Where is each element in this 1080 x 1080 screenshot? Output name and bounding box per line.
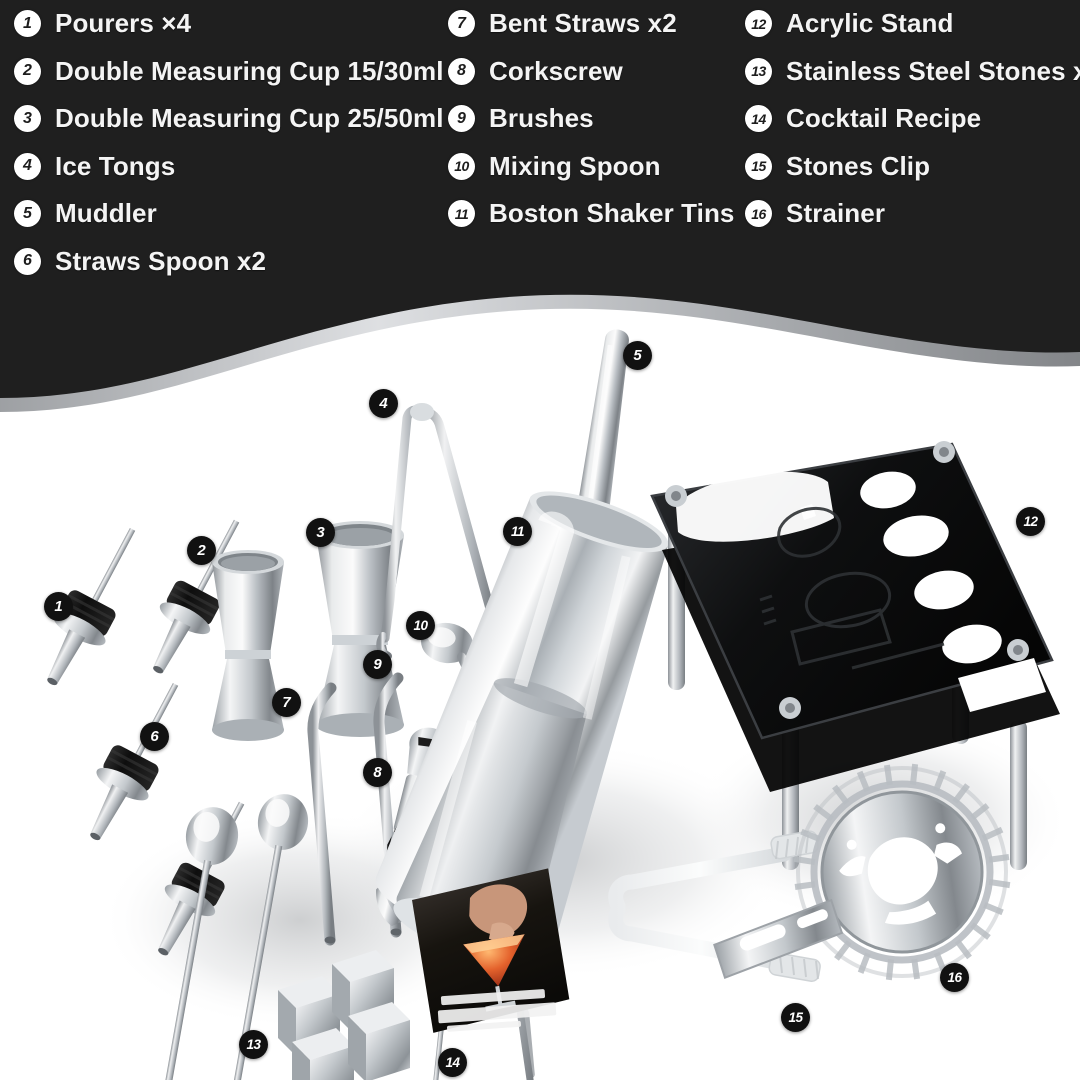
legend-label-16: Strainer (786, 198, 886, 229)
legend-item-13: 13 Stainless Steel Stones x4 (745, 48, 1080, 96)
legend-item-3: 3 Double Measuring Cup 25/50ml (14, 95, 444, 143)
measuring-cup-small (212, 550, 284, 741)
legend-label-15: Stones Clip (786, 150, 931, 181)
legend-label-3: Double Measuring Cup 25/50ml (55, 103, 444, 134)
legend-item-5: 5 Muddler (14, 190, 444, 238)
legend-badge-16: 16 (745, 200, 772, 228)
callout-3: 3 (306, 518, 335, 547)
legend-badge-11: 11 (448, 200, 475, 228)
legend-label-1: Pourers ×4 (55, 8, 192, 39)
product-photo-area (0, 300, 1080, 1080)
legend-item-8: 8 Corkscrew (448, 48, 735, 96)
legend-label-5: Muddler (55, 198, 157, 229)
legend-badge-12: 12 (745, 10, 772, 38)
legend-badge-4: 4 (14, 152, 41, 180)
callout-12: 12 (1016, 507, 1045, 536)
callout-11: 11 (503, 517, 532, 546)
legend-item-4: 4 Ice Tongs (14, 143, 444, 191)
pourers-group (47, 519, 245, 956)
legend-item-2: 2 Double Measuring Cup 15/30ml (14, 48, 444, 96)
legend-badge-8: 8 (448, 57, 475, 85)
legend-label-8: Corkscrew (489, 55, 623, 86)
callout-14: 14 (438, 1048, 467, 1077)
callout-9: 9 (363, 650, 392, 679)
legend-item-11: 11 Boston Shaker Tins (448, 190, 735, 238)
legend-item-10: 10 Mixing Spoon (448, 143, 735, 191)
legend-badge-3: 3 (14, 105, 41, 133)
callout-10: 10 (406, 611, 435, 640)
acrylic-stand-cutouts (676, 471, 1046, 712)
acrylic-stand-screws (665, 441, 1029, 719)
cocktail-recipe-card (412, 868, 570, 1033)
callout-1: 1 (44, 592, 73, 621)
legend-label-7: Bent Straws x2 (489, 8, 677, 39)
legend-label-9: Brushes (489, 103, 594, 134)
steel-stones-group (278, 950, 410, 1080)
bartender-kit-illustration (0, 300, 1080, 1080)
straws-spoon-group (160, 794, 309, 1080)
legend-item-14: 14 Cocktail Recipe (745, 95, 1080, 143)
callout-15: 15 (781, 1003, 810, 1032)
acrylic-stand (650, 441, 1060, 870)
legend-column-1: 1 Pourers ×4 2 Double Measuring Cup 15/3… (14, 0, 444, 285)
legend-label-6: Straws Spoon x2 (55, 245, 266, 276)
legend-badge-7: 7 (448, 10, 475, 38)
legend-badge-14: 14 (745, 105, 772, 133)
legend-label-14: Cocktail Recipe (786, 103, 982, 134)
legend-item-7: 7 Bent Straws x2 (448, 0, 735, 48)
legend-item-9: 9 Brushes (448, 95, 735, 143)
legend-item-16: 16 Strainer (745, 190, 1080, 238)
legend-list: 1 Pourers ×4 2 Double Measuring Cup 15/3… (0, 0, 1080, 310)
strainer-center-hole (867, 837, 938, 905)
bent-straws-group (307, 672, 404, 946)
legend-badge-2: 2 (14, 57, 41, 85)
callout-6: 6 (140, 722, 169, 751)
legend-label-10: Mixing Spoon (489, 150, 661, 181)
acrylic-stand-engraving (759, 506, 945, 670)
legend-label-13: Stainless Steel Stones x4 (786, 55, 1080, 86)
callout-16: 16 (940, 963, 969, 992)
legend-badge-9: 9 (448, 105, 475, 133)
callout-13: 13 (239, 1030, 268, 1059)
callout-4: 4 (369, 389, 398, 418)
legend-item-12: 12 Acrylic Stand (745, 0, 1080, 48)
legend-column-3: 12 Acrylic Stand 13 Stainless Steel Ston… (745, 0, 1080, 238)
legend-item-6: 6 Straws Spoon x2 (14, 238, 444, 286)
legend-badge-13: 13 (745, 57, 772, 85)
stones-clip (608, 830, 821, 982)
ice-tongs-hinge (410, 403, 434, 421)
legend-label-12: Acrylic Stand (786, 8, 954, 39)
callout-2: 2 (187, 536, 216, 565)
legend-badge-10: 10 (448, 152, 475, 180)
callout-5: 5 (623, 341, 652, 370)
callout-7: 7 (272, 688, 301, 717)
legend-item-15: 15 Stones Clip (745, 143, 1080, 191)
legend-badge-5: 5 (14, 200, 41, 228)
legend-item-1: 1 Pourers ×4 (14, 0, 444, 48)
callout-8: 8 (363, 758, 392, 787)
legend-label-2: Double Measuring Cup 15/30ml (55, 55, 444, 86)
legend-label-11: Boston Shaker Tins (489, 198, 735, 229)
legend-column-2: 7 Bent Straws x2 8 Corkscrew 9 Brushes 1… (448, 0, 735, 238)
legend-label-4: Ice Tongs (55, 150, 176, 181)
legend-badge-6: 6 (14, 247, 41, 275)
strainer (713, 763, 1011, 981)
legend-badge-15: 15 (745, 152, 772, 180)
legend-badge-1: 1 (14, 10, 41, 38)
